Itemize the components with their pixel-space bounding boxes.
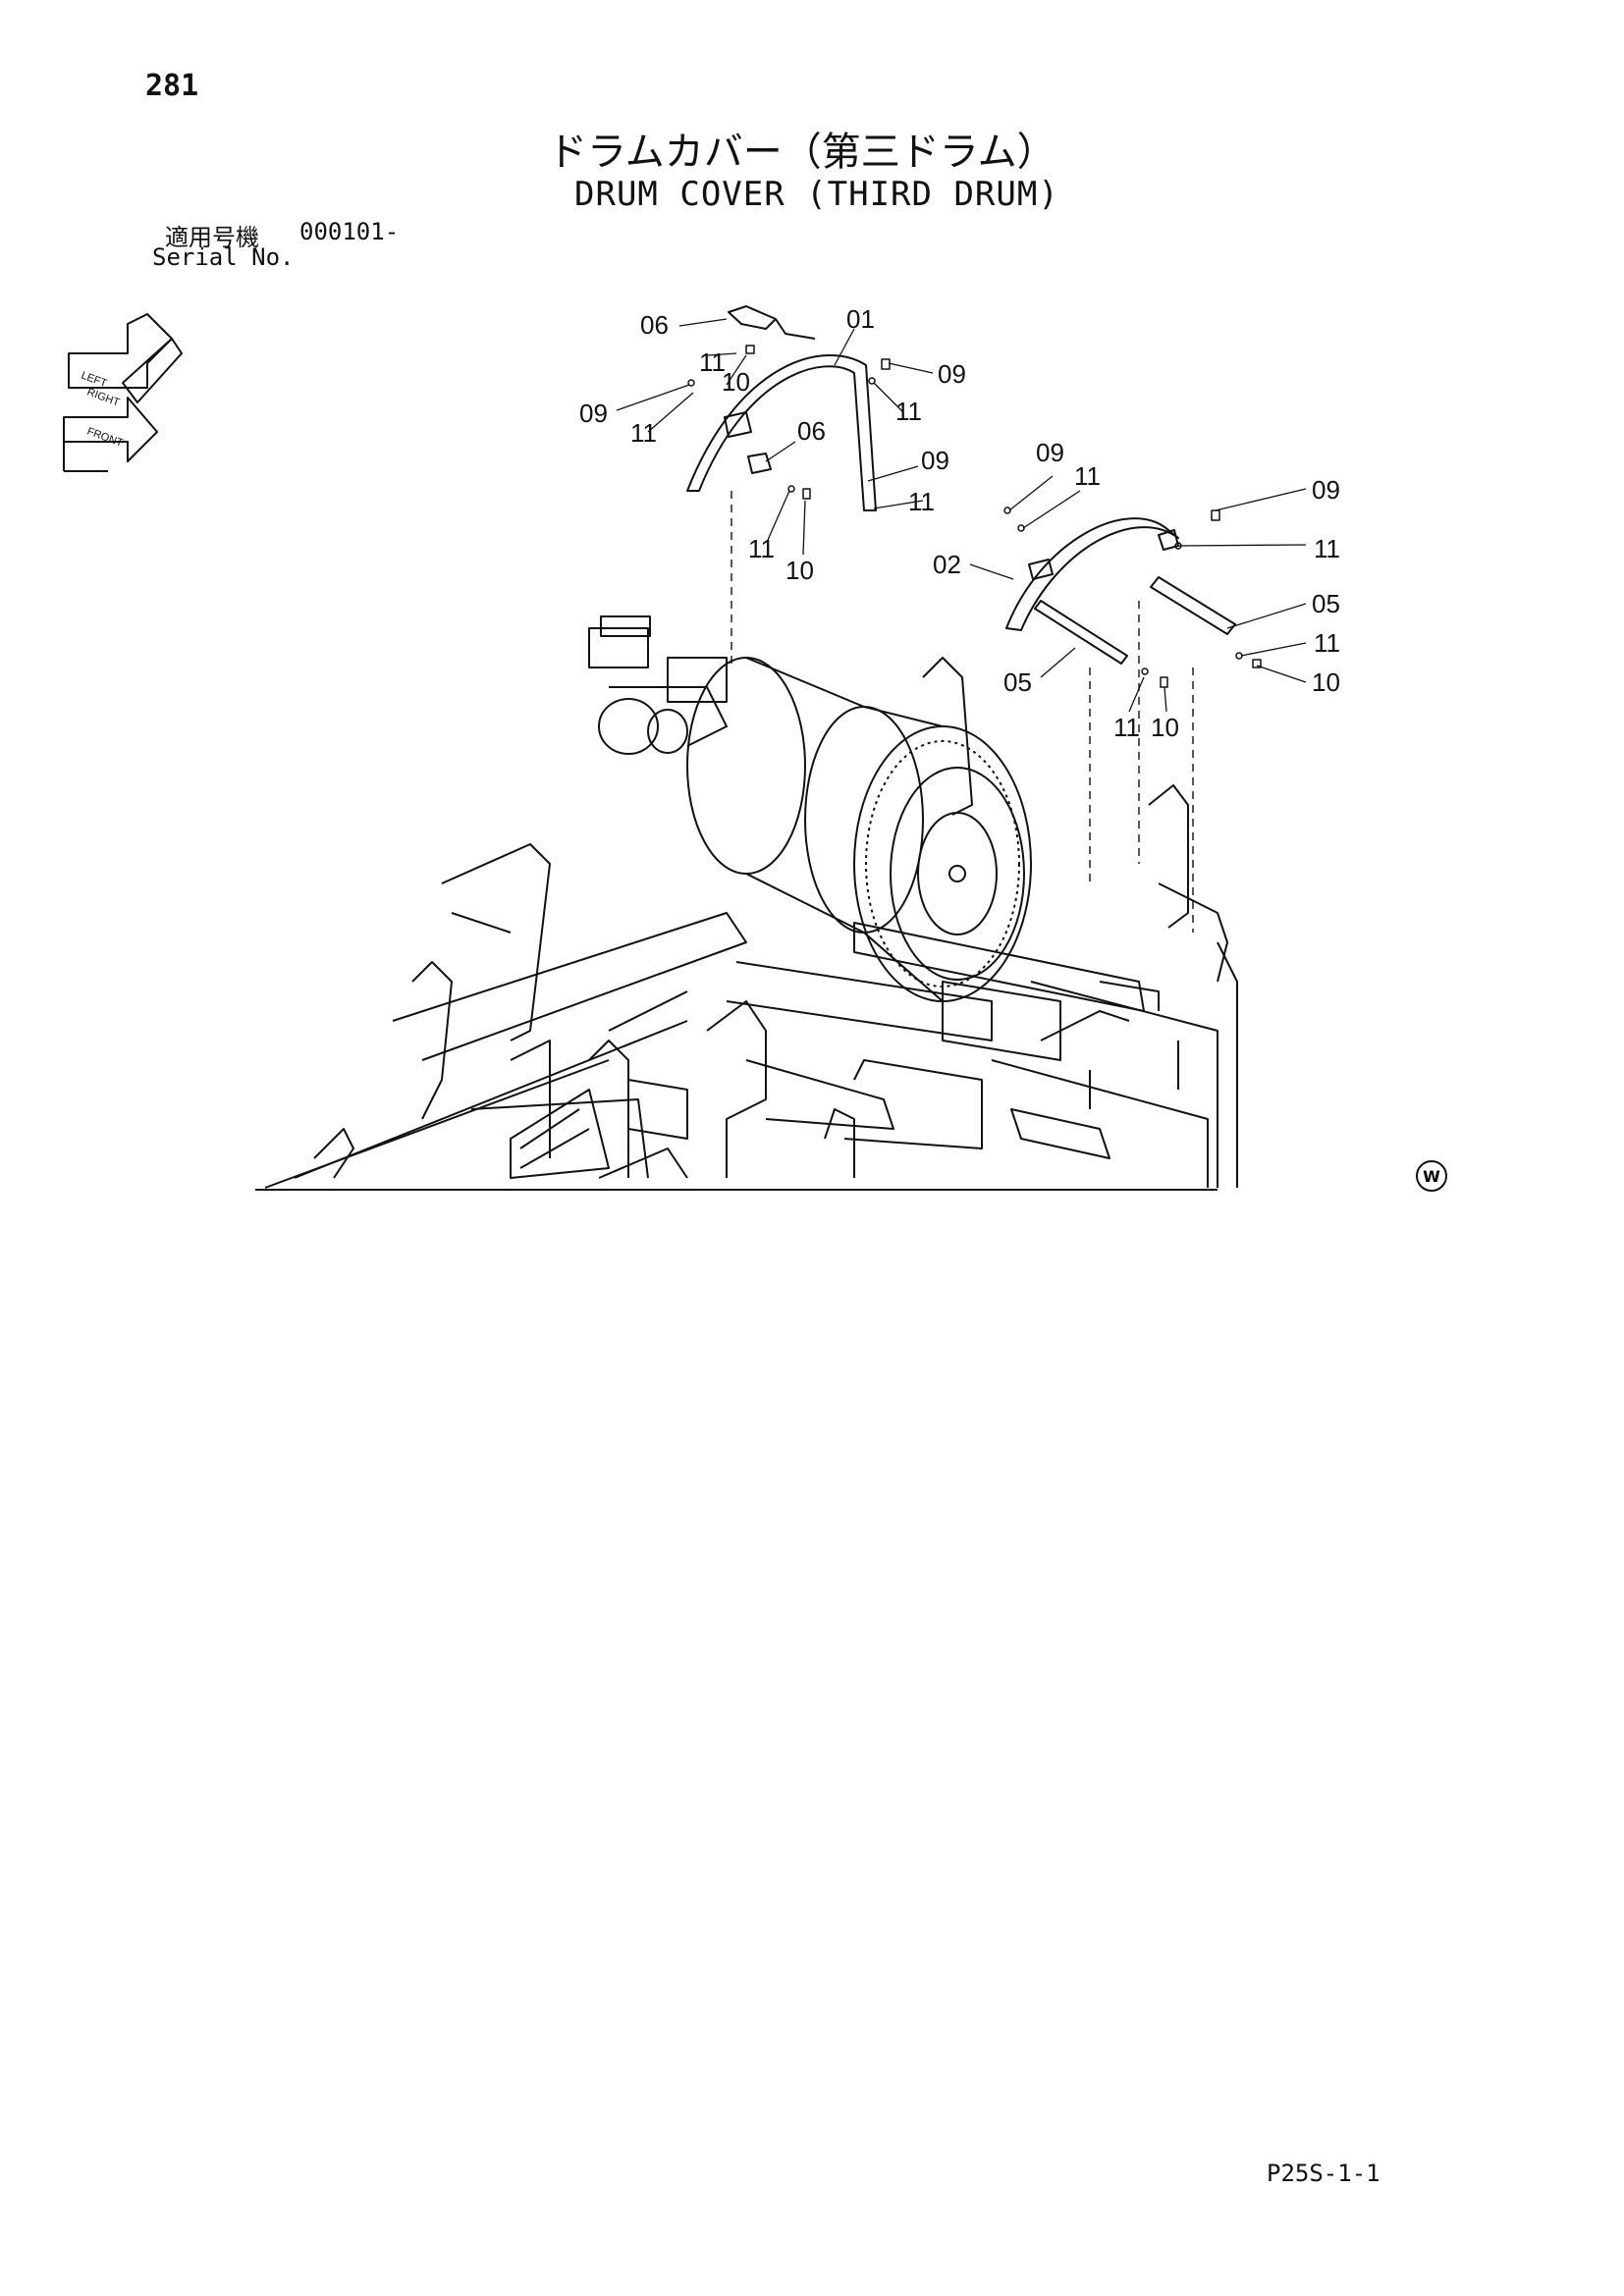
hydraulic-motor bbox=[588, 615, 728, 755]
page-number: 281 bbox=[145, 69, 199, 103]
callout-label: 09 bbox=[938, 359, 966, 389]
callout-label: 11 bbox=[1314, 534, 1340, 563]
callout-labels: 06 11 10 01 09 11 09 11 06 09 11 11 10 0… bbox=[579, 304, 1340, 742]
orientation-front-label: FRONT bbox=[85, 426, 125, 450]
callout-label: 09 bbox=[1312, 475, 1340, 505]
callout-label: 11 bbox=[908, 487, 935, 516]
callout-label: 10 bbox=[1312, 667, 1340, 697]
hardware-bolts bbox=[687, 345, 1262, 688]
callout-label: 02 bbox=[933, 550, 961, 579]
callout-label: 01 bbox=[846, 304, 875, 334]
drum-cover-part-02 bbox=[1005, 517, 1179, 631]
orientation-arrow-icon: LEFT RIGHT FRONT bbox=[63, 313, 183, 472]
callout-label: 11 bbox=[1074, 461, 1101, 491]
callout-label: 11 bbox=[748, 534, 775, 563]
callout-label: 05 bbox=[1003, 667, 1032, 697]
orientation-right-label: RIGHT bbox=[85, 387, 122, 409]
callout-label: 10 bbox=[722, 367, 750, 397]
callout-label: 06 bbox=[797, 416, 826, 446]
drum-cover-part-01 bbox=[686, 305, 877, 511]
callout-leaders bbox=[616, 318, 1307, 713]
callout-label: 11 bbox=[1113, 713, 1140, 742]
callout-label: 06 bbox=[640, 310, 669, 340]
third-drum-assembly bbox=[686, 657, 1032, 1002]
callout-label: 10 bbox=[1151, 713, 1179, 742]
serial-value: 000101- bbox=[299, 218, 400, 245]
serial-label-japanese: 適用号機 bbox=[165, 224, 259, 251]
footer-code: P25S-1-1 bbox=[1267, 2160, 1380, 2187]
alignment-lines bbox=[731, 491, 1194, 933]
callout-label: 09 bbox=[579, 399, 608, 428]
title-japanese: ドラムカバー（第三ドラム） bbox=[548, 130, 1056, 175]
callout-label: 10 bbox=[785, 556, 814, 585]
callout-label: 09 bbox=[921, 446, 949, 475]
bracket-part-05 bbox=[1034, 576, 1236, 665]
callout-label: 09 bbox=[1036, 438, 1064, 467]
callout-label: 11 bbox=[895, 397, 922, 426]
callout-label: 11 bbox=[630, 418, 657, 448]
callout-label: 05 bbox=[1312, 589, 1340, 618]
callout-label: 11 bbox=[699, 347, 726, 377]
machine-frame bbox=[255, 657, 1238, 1191]
title-english: DRUM COVER (THIRD DRUM) bbox=[574, 175, 1059, 214]
callout-label: 11 bbox=[1314, 628, 1340, 658]
serial-label-english: Serial No. bbox=[152, 243, 295, 271]
corner-mark-w: W bbox=[1416, 1160, 1447, 1192]
